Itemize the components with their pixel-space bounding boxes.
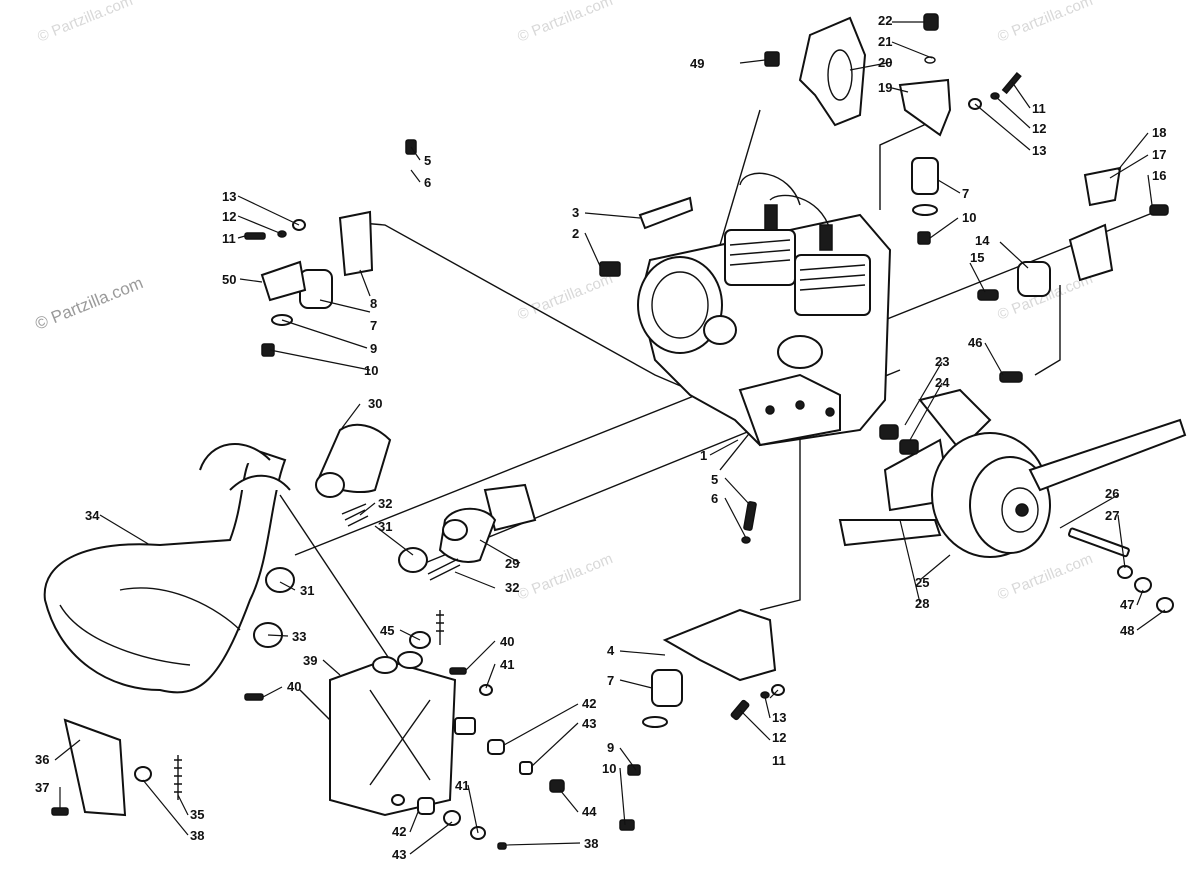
callout-49: 49 xyxy=(690,56,704,71)
callout-4: 4 xyxy=(607,643,615,658)
watermark-faded-7: © Partzilla.com xyxy=(515,550,615,604)
top-mount-bracket xyxy=(764,16,867,127)
callout-16: 16 xyxy=(1152,168,1166,183)
right-side-mount xyxy=(977,166,1169,383)
callout-50: 50 xyxy=(222,272,236,287)
watermark-faded-1: © Partzilla.com xyxy=(35,0,135,46)
callout-labels: 1 2 3 4 5 5 6 6 7 7 7 8 9 9 10 10 10 11 … xyxy=(35,13,1166,862)
callout-48: 48 xyxy=(1120,623,1134,638)
callout-12-left: 12 xyxy=(222,209,236,224)
callout-45: 45 xyxy=(380,623,394,638)
callout-12-lower: 12 xyxy=(772,730,786,745)
callout-26: 26 xyxy=(1105,486,1119,501)
watermark-main: © Partzilla.com xyxy=(32,273,145,334)
callout-17: 17 xyxy=(1152,147,1166,162)
callout-46: 46 xyxy=(968,335,982,350)
callout-43-right: 43 xyxy=(582,716,596,731)
callout-11-right: 11 xyxy=(1032,101,1046,116)
callout-10-right: 10 xyxy=(962,210,976,225)
callout-25: 25 xyxy=(915,575,929,590)
callout-7-right: 7 xyxy=(962,186,969,201)
callout-14: 14 xyxy=(975,233,990,248)
callout-10-left: 10 xyxy=(364,363,378,378)
callout-41-lower: 41 xyxy=(455,778,469,793)
watermark-faded-8: © Partzilla.com xyxy=(995,550,1095,604)
callout-22: 22 xyxy=(878,13,892,28)
callout-9-left: 9 xyxy=(370,341,377,356)
callout-13-left: 13 xyxy=(222,189,236,204)
callout-5-lower: 5 xyxy=(711,472,718,487)
callout-11-left: 11 xyxy=(222,231,236,246)
callout-7-lower: 7 xyxy=(607,673,614,688)
callout-32-upper: 32 xyxy=(378,496,392,511)
callout-18: 18 xyxy=(1152,125,1166,140)
engine-block xyxy=(637,172,892,447)
callout-15: 15 xyxy=(970,250,984,265)
callout-11-lower: 11 xyxy=(772,753,786,768)
callout-33: 33 xyxy=(292,629,306,644)
callout-37: 37 xyxy=(35,780,49,795)
callout-30: 30 xyxy=(368,396,382,411)
callout-42-right: 42 xyxy=(582,696,596,711)
watermark-faded-3: © Partzilla.com xyxy=(995,0,1095,46)
callout-38-left: 38 xyxy=(190,828,204,843)
callout-13-lower: 13 xyxy=(772,710,786,725)
decal-parts xyxy=(599,196,694,277)
callout-10-lower: 10 xyxy=(602,761,616,776)
callout-1: 1 xyxy=(700,448,707,463)
callout-31-left: 31 xyxy=(300,583,314,598)
callout-7-left: 7 xyxy=(370,318,377,333)
callout-3: 3 xyxy=(572,205,579,220)
left-front-mount xyxy=(244,139,417,357)
callout-29: 29 xyxy=(505,556,519,571)
lower-mount xyxy=(619,501,785,831)
callout-34: 34 xyxy=(85,508,100,523)
callout-12-right: 12 xyxy=(1032,121,1046,136)
callout-6-lower: 6 xyxy=(711,491,718,506)
watermark-faded-2: © Partzilla.com xyxy=(515,0,615,46)
callout-31-center: 31 xyxy=(378,519,392,534)
callout-39: 39 xyxy=(303,653,317,668)
callout-43-lower: 43 xyxy=(392,847,406,862)
callout-27: 27 xyxy=(1105,508,1119,523)
callout-28: 28 xyxy=(915,596,929,611)
right-top-mount xyxy=(898,13,1022,245)
callout-6-top: 6 xyxy=(424,175,431,190)
callout-44: 44 xyxy=(582,804,597,819)
leader-lines xyxy=(54,21,1166,855)
callout-42-lower: 42 xyxy=(392,824,406,839)
callout-9-lower: 9 xyxy=(607,740,614,755)
watermark-faded-4: © Partzilla.com xyxy=(515,270,615,324)
drive-clutch-assembly xyxy=(838,388,1187,613)
callout-41-upper: 41 xyxy=(500,657,514,672)
callout-19: 19 xyxy=(878,80,892,95)
callout-13-right: 13 xyxy=(1032,143,1046,158)
callout-32-lower: 32 xyxy=(505,580,519,595)
callout-8: 8 xyxy=(370,296,377,311)
callout-40-left: 40 xyxy=(287,679,301,694)
callout-24: 24 xyxy=(935,375,950,390)
callout-20: 20 xyxy=(878,55,892,70)
callout-5-top: 5 xyxy=(424,153,431,168)
callout-21: 21 xyxy=(878,34,892,49)
callout-40-right: 40 xyxy=(500,634,514,649)
callout-23: 23 xyxy=(935,354,949,369)
exhaust-system xyxy=(43,423,537,817)
callout-2: 2 xyxy=(572,226,579,241)
oil-tank-assembly xyxy=(244,610,565,850)
callout-35: 35 xyxy=(190,807,204,822)
callout-47: 47 xyxy=(1120,597,1134,612)
callout-36: 36 xyxy=(35,752,49,767)
callout-38-bottom: 38 xyxy=(584,836,598,851)
